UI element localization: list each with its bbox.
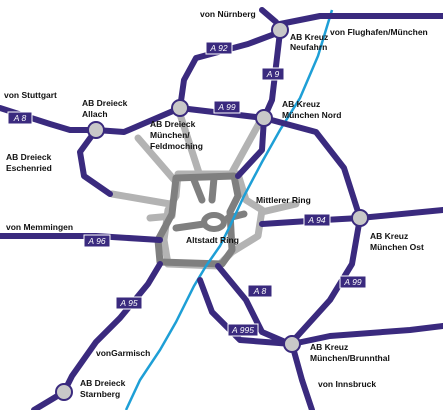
junction-markers: [55, 21, 369, 401]
destination-nuernberg: von Nürnberg: [200, 9, 256, 19]
shield-a99-east: A 99: [339, 275, 367, 289]
altstadt-core: [201, 212, 227, 232]
a94: [259, 207, 443, 227]
shield-a95-label: A 95: [119, 298, 137, 308]
label-mittlerer-ring: Mittlerer Ring: [256, 195, 311, 205]
ring-link-e: [258, 200, 300, 216]
junction-brunnthal: [283, 335, 301, 353]
shield-a92: A 92: [205, 41, 233, 55]
destination-garmisch: vonGarmisch: [96, 348, 150, 358]
label-muenchen-nord: AB Kreuz München Nord: [282, 99, 342, 120]
a99-east: [261, 115, 363, 345]
destination-memmingen: von Memmingen: [6, 222, 73, 232]
shield-a92-label: A 92: [209, 43, 227, 53]
altstadt-spoke-b: [208, 174, 218, 204]
ring-link-n: [174, 104, 204, 180]
junction-muenchen-nord: [255, 109, 273, 127]
destination-flughafen: von Flughafen/München: [330, 27, 428, 37]
innsbruck-south: [289, 341, 315, 410]
shield-a995: A 995: [227, 323, 259, 337]
shield-a8-south-label: A 8: [253, 286, 267, 296]
junction-neufahrn: [271, 21, 289, 39]
shield-a96: A 96: [83, 234, 111, 248]
a92: [177, 29, 283, 111]
shield-a94: A 94: [303, 213, 331, 227]
junction-feldmoching: [171, 99, 189, 117]
brunnthal-east: [289, 323, 443, 347]
flughafen-spur: [277, 13, 443, 27]
ring-link-nw: [134, 134, 180, 186]
ring-link-w: [108, 190, 174, 208]
a8-south: [215, 263, 293, 347]
shield-a96-label: A 96: [87, 236, 105, 246]
label-eschenried: AB Dreieck Eschenried: [6, 152, 54, 173]
shield-a9-label: A 9: [266, 69, 280, 79]
label-allach: AB Dreieck Allach: [82, 98, 130, 119]
altstadt-spoke-a: [190, 176, 206, 204]
shield-a8-west-label: A 8: [13, 113, 27, 123]
shield-a8-west: A 8: [7, 111, 33, 125]
altstadt-ring: [154, 172, 242, 268]
label-starnberg: AB Dreieck Starnberg: [80, 378, 128, 399]
shield-a8-south: A 8: [247, 284, 273, 298]
destination-stuttgart: von Stuttgart: [4, 90, 57, 100]
shield-a995-label: A 995: [231, 325, 254, 335]
shield-a94-label: A 94: [307, 215, 325, 225]
junction-starnberg: [55, 383, 73, 401]
destination-innsbruck: von Innsbruck: [318, 379, 376, 389]
junction-allach: [87, 121, 105, 139]
shield-a9: A 9: [261, 67, 285, 81]
junction-muenchen-ost: [351, 209, 369, 227]
label-neufahrn: AB Kreuz Neufahrn: [290, 32, 331, 52]
shield-a99-north-label: A 99: [217, 102, 235, 112]
ring-link-ne: [226, 114, 266, 180]
altstadt-spoke-c: [172, 220, 208, 232]
label-muenchen-ost: AB Kreuz München Ost: [370, 231, 424, 252]
shield-a95: A 95: [115, 296, 143, 310]
isar-river: [124, 9, 334, 410]
shield-a99-east-label: A 99: [343, 277, 361, 287]
autobahn-network: [0, 7, 443, 410]
altstadt-ring-roads: [154, 172, 248, 268]
label-brunnthal: AB Kreuz München/Brunnthal: [310, 342, 390, 363]
label-feldmoching: AB Dreieck München/ Feldmoching: [150, 119, 203, 151]
shield-a99-north: A 99: [213, 100, 241, 114]
a995: [197, 277, 295, 347]
a95: [61, 261, 163, 395]
label-altstadt-ring: Altstadt Ring: [186, 235, 239, 245]
a99-west: [77, 127, 113, 197]
a96: [0, 233, 163, 243]
